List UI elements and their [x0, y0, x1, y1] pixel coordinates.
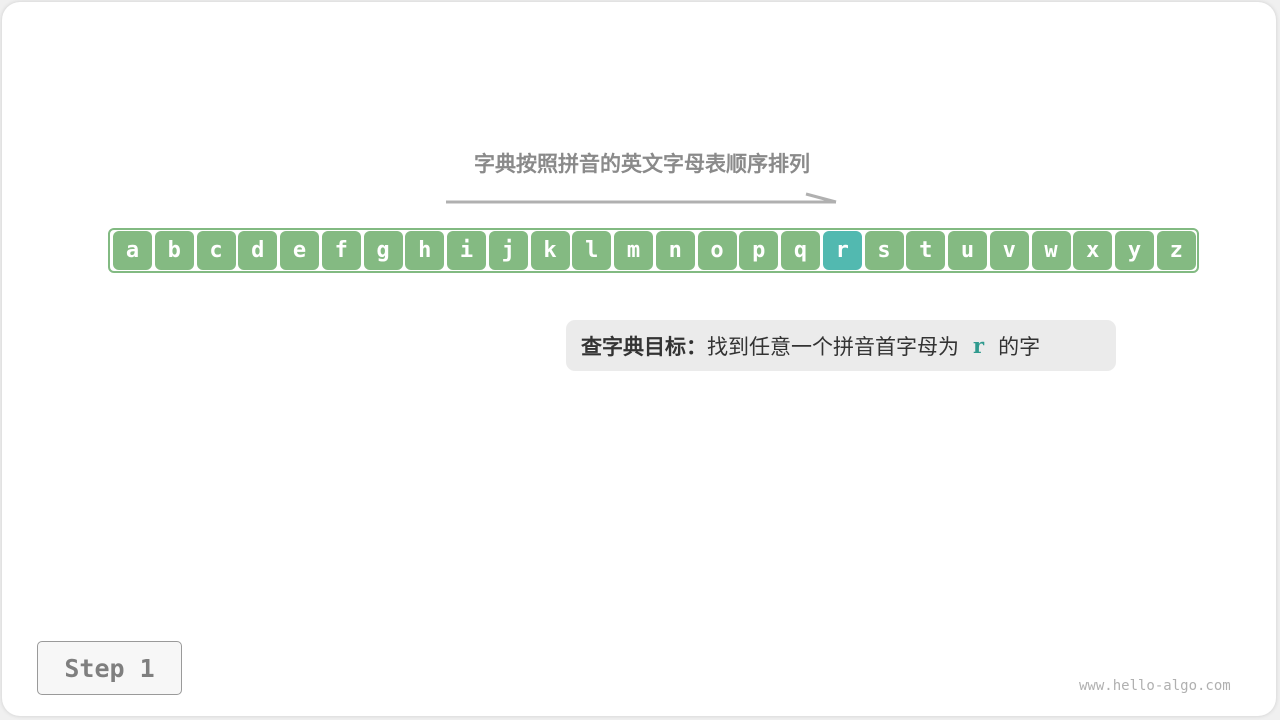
direction-arrow-icon — [446, 192, 837, 204]
letter-cell-r: r — [822, 231, 862, 270]
letter-cell-d: d — [238, 231, 278, 270]
letter-cell-u: u — [948, 231, 987, 270]
letter-cell-p: p — [739, 231, 779, 270]
goal-text-after: 的字 — [998, 334, 1041, 359]
letter-cell-t: t — [906, 231, 946, 270]
letter-cell-o: o — [697, 231, 737, 270]
letter-cell-a: a — [113, 231, 152, 270]
letter-cell-m: m — [614, 231, 653, 270]
letter-cell-i: i — [447, 231, 486, 270]
watermark: www.hello-algo.com — [1079, 678, 1231, 694]
letter-cell-y: y — [1115, 231, 1154, 270]
letter-cell-h: h — [405, 231, 445, 270]
letter-cell-b: b — [154, 231, 194, 270]
goal-target-letter: r — [973, 333, 985, 358]
letter-cell-g: g — [363, 231, 403, 270]
letter-cell-n: n — [655, 231, 695, 270]
letter-cell-s: s — [864, 231, 904, 270]
goal-box: 查字典目标： 找到任意一个拼音首字母为 r 的字 — [566, 320, 1116, 371]
letter-cell-z: z — [1156, 231, 1196, 270]
letter-cell-v: v — [989, 231, 1029, 270]
goal-label: 查字典目标： — [581, 334, 707, 359]
letter-cell-f: f — [321, 231, 361, 270]
letter-cell-q: q — [781, 231, 820, 270]
letter-cell-w: w — [1031, 231, 1071, 270]
letter-cell-j: j — [488, 231, 528, 270]
letter-cell-l: l — [572, 231, 612, 270]
letter-cell-e: e — [280, 231, 319, 270]
diagram-title: 字典按照拼音的英文字母表顺序排列 — [474, 152, 810, 176]
letter-cell-c: c — [196, 231, 236, 270]
letter-cell-k: k — [530, 231, 570, 270]
letter-cell-x: x — [1073, 231, 1113, 270]
step-button[interactable]: Step 1 — [37, 641, 182, 695]
goal-text-before: 找到任意一个拼音首字母为 — [707, 334, 959, 359]
